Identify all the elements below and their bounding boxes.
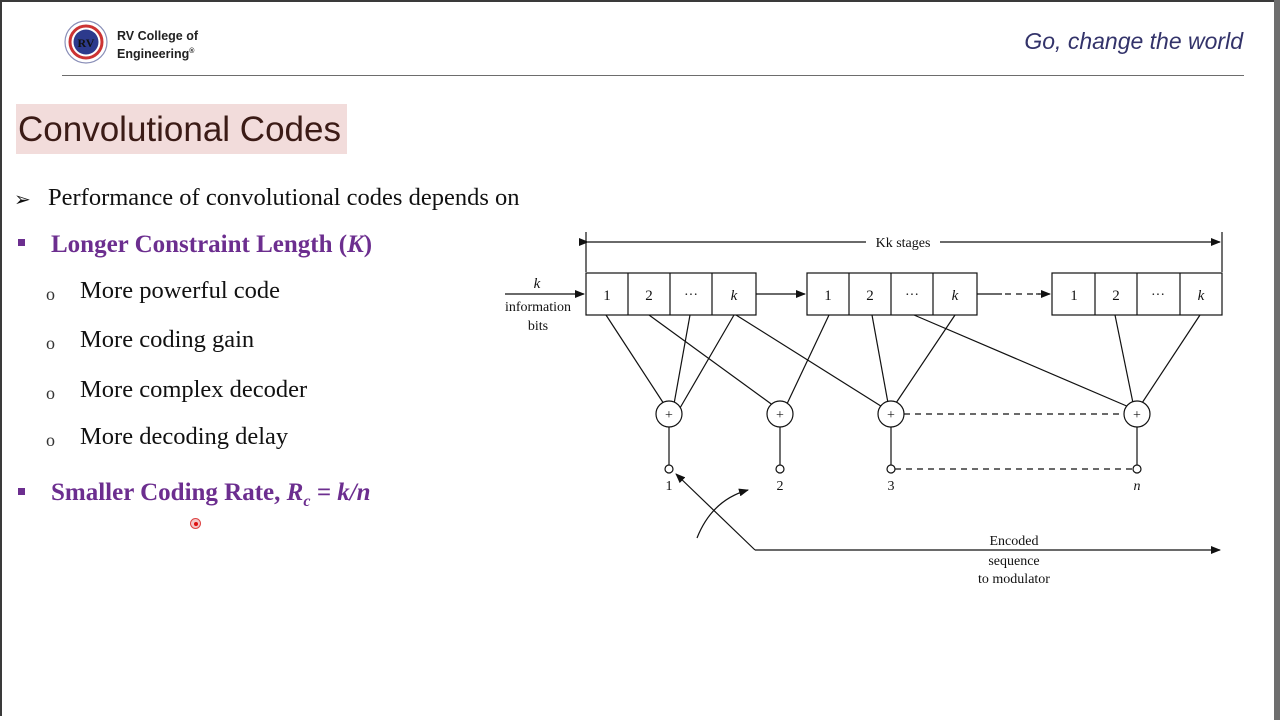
laser-pointer-icon [190, 518, 201, 529]
adder-plus-icon: + [665, 408, 673, 423]
output-label: 3 [888, 479, 895, 494]
rate-heading: Smaller Coding Rate, Rc = k/n [51, 479, 371, 510]
cell-label: ··· [1151, 288, 1165, 303]
cell-label: 1 [1070, 288, 1078, 304]
constraint-item: More coding gain [80, 326, 255, 353]
rate-symbol: R [286, 479, 304, 506]
output-label: n [1134, 479, 1141, 494]
cell-label: k [952, 288, 959, 304]
circle-bullet-icon: o [46, 383, 55, 403]
square-bullet-icon [18, 488, 25, 495]
circle-bullet-icon: o [46, 430, 55, 450]
cell-label: ··· [684, 288, 698, 303]
college-logo: RV [64, 20, 108, 64]
tagline: Go, change the world [1024, 28, 1243, 54]
circle-bullet-icon: o [46, 284, 55, 304]
output-label-line1: Encoded [990, 534, 1039, 549]
constraint-item: More decoding delay [80, 423, 289, 450]
output-label: 1 [666, 479, 673, 494]
adder-plus-icon: + [887, 408, 895, 423]
circle-bullet-icon: o [46, 333, 55, 353]
cell-label: 1 [824, 288, 832, 304]
square-bullet-icon [18, 239, 25, 246]
output-label: 2 [777, 479, 784, 494]
output-label-line3: to modulator [978, 572, 1050, 587]
constraint-symbol: K [347, 231, 364, 258]
constraint-item: More powerful code [80, 277, 281, 304]
cell-label: ··· [905, 288, 919, 303]
stages-label: Kk stages [876, 236, 931, 251]
output-label-line2: sequence [988, 554, 1039, 569]
college-name-line2: Engineering® [117, 47, 195, 62]
logo-letters: RV [78, 36, 95, 50]
college-name-line1: RV College of [117, 29, 199, 43]
cell-label: 2 [866, 288, 874, 304]
rate-expression: = k/n [310, 479, 371, 506]
constraint-heading: Longer Constraint Length (K) [51, 231, 373, 258]
cell-label: 2 [645, 288, 653, 304]
input-k-label: k [534, 276, 541, 292]
cell-label: k [1198, 288, 1205, 304]
header-divider [62, 75, 1244, 76]
cell-label: 1 [603, 288, 611, 304]
adder-plus-icon: + [776, 408, 784, 423]
arrow-bullet-icon: ➢ [14, 189, 31, 211]
intro-text: Performance of convolutional codes depen… [48, 184, 520, 211]
cell-label: k [731, 288, 738, 304]
slide-title: Convolutional Codes [16, 104, 347, 154]
cell-label: 2 [1112, 288, 1120, 304]
college-name: RV College of Engineering® [117, 29, 198, 62]
input-label-line2: bits [528, 319, 548, 334]
input-label-line1: information [505, 300, 571, 315]
rate-subscript: c [303, 493, 311, 510]
window-edge [1274, 0, 1280, 720]
adder-plus-icon: + [1133, 408, 1141, 423]
constraint-item: More complex decoder [80, 376, 308, 403]
registered-mark: ® [189, 48, 195, 55]
